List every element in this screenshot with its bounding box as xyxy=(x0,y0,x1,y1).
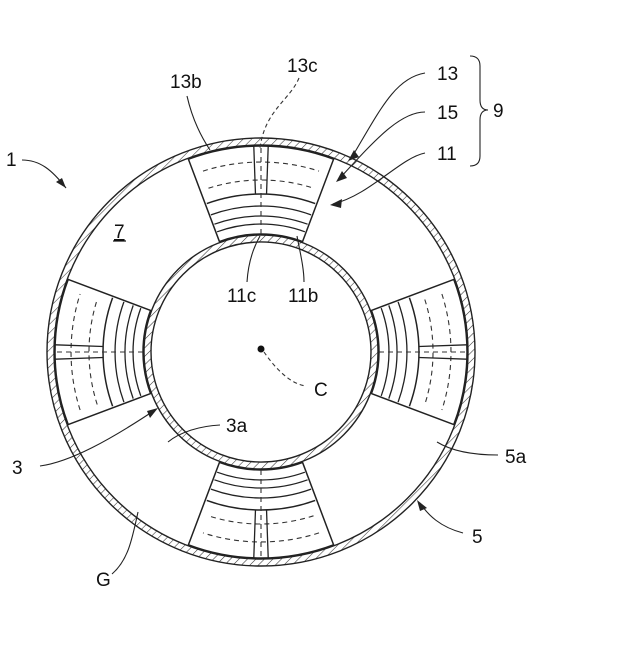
label-15: 15 xyxy=(437,103,458,124)
leader-13b xyxy=(187,96,210,150)
label-11c: 11c xyxy=(227,286,256,307)
label-3a: 3a xyxy=(226,416,248,437)
leader-C xyxy=(264,352,306,386)
label-7: 7 xyxy=(114,222,125,243)
leader-1-arrowhead xyxy=(56,178,66,188)
leader-13 xyxy=(352,73,425,157)
leader-15 xyxy=(340,112,425,178)
leader-5 xyxy=(420,503,463,533)
leader-11-arrowhead xyxy=(330,199,342,208)
label-13c: 13c xyxy=(287,56,318,77)
label-11: 11 xyxy=(437,144,457,165)
label-3: 3 xyxy=(12,458,23,479)
label-5: 5 xyxy=(472,527,483,548)
center-point xyxy=(258,346,265,353)
label-1: 1 xyxy=(6,150,17,171)
label-C: C xyxy=(314,380,328,401)
label-9: 9 xyxy=(493,101,504,122)
label-13: 13 xyxy=(437,64,458,85)
label-11b: 11b xyxy=(288,286,318,307)
brace-9 xyxy=(470,56,488,166)
leader-5-arrowhead xyxy=(417,500,427,511)
label-5a: 5a xyxy=(505,447,527,468)
label-G: G xyxy=(96,570,111,591)
leader-3-arrowhead xyxy=(147,408,158,418)
label-13b: 13b xyxy=(170,72,202,93)
